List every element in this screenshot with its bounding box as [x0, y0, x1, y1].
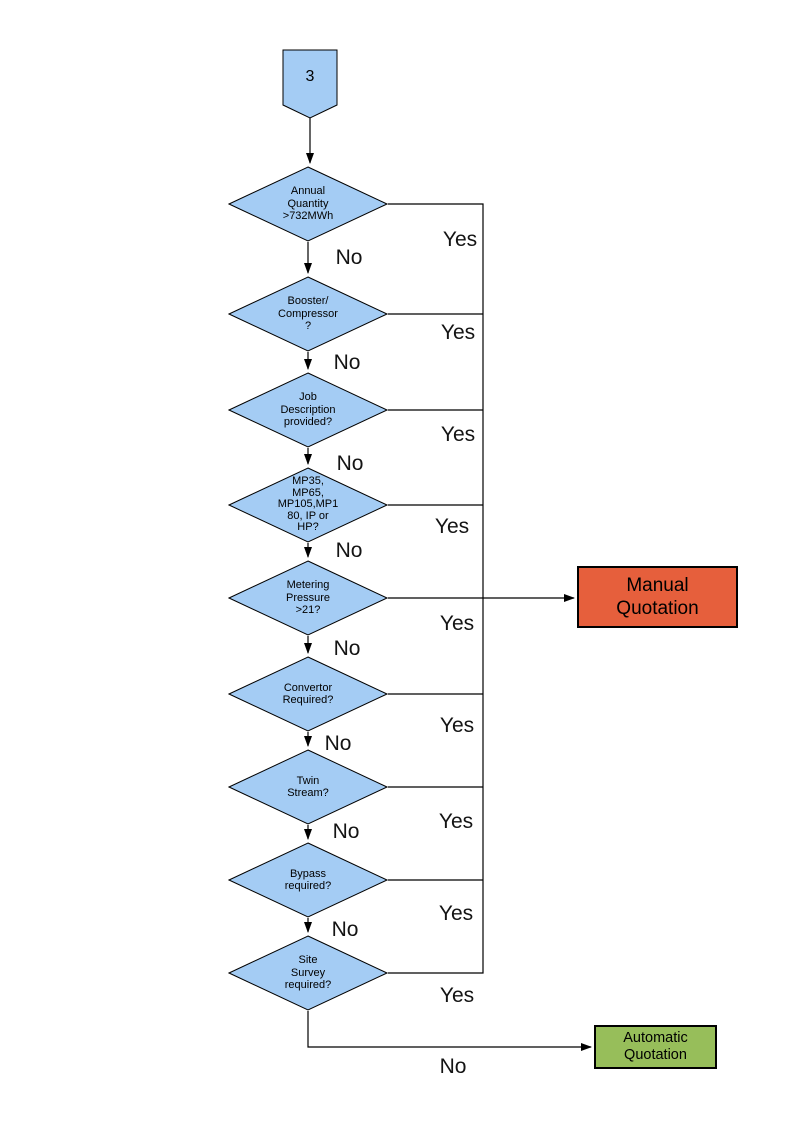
- decision-label: MP35, MP65, MP105,MP1 80, IP or HP?: [277, 475, 339, 534]
- automatic-quotation-box: Automatic Quotation: [594, 1025, 717, 1069]
- decision-site-survey: Site Survey required?: [228, 935, 388, 1011]
- decision-label: Site Survey required?: [284, 954, 332, 992]
- decision-label: Booster/ Compressor ?: [278, 295, 338, 333]
- decision-booster-compressor: Booster/ Compressor ?: [228, 276, 388, 352]
- yes-label-2: Yes: [440, 321, 476, 344]
- yes-label-4: Yes: [434, 515, 470, 538]
- yes-label-7: Yes: [438, 810, 474, 833]
- decision-meter-type: MP35, MP65, MP105,MP1 80, IP or HP?: [228, 467, 388, 543]
- decision-convertor: Convertor Required?: [228, 656, 388, 732]
- yes-label-3: Yes: [440, 423, 476, 446]
- yes-label-8: Yes: [438, 902, 474, 925]
- decision-label: Annual Quantity >732MWh: [282, 185, 334, 223]
- start-connector-label: 3: [305, 67, 315, 85]
- decision-annual-quantity: Annual Quantity >732MWh: [228, 166, 388, 242]
- diamond-shape: [228, 560, 388, 636]
- off-page-connector-shape: [282, 49, 338, 119]
- yes-label-5: Yes: [439, 612, 475, 635]
- decision-metering-pressure: Metering Pressure >21?: [228, 560, 388, 636]
- no-label-6: No: [324, 732, 352, 755]
- no-label-7: No: [332, 820, 360, 843]
- manual-quotation-box: Manual Quotation: [577, 566, 738, 628]
- yes-label-9: Yes: [439, 984, 475, 1007]
- decision-twin-stream: Twin Stream?: [228, 749, 388, 825]
- decision-label: Bypass required?: [284, 867, 332, 893]
- diamond-shape: [228, 166, 388, 242]
- no-label-5: No: [333, 637, 361, 660]
- no-label-2: No: [333, 351, 361, 374]
- no-label-4: No: [335, 539, 363, 562]
- diamond-shape: [228, 935, 388, 1011]
- start-connector: 3: [282, 49, 338, 119]
- diamond-shape: [228, 372, 388, 448]
- no-label-8: No: [331, 918, 359, 941]
- diamond-shape: [228, 656, 388, 732]
- diamond-shape: [228, 276, 388, 352]
- yes-label-1: Yes: [442, 228, 478, 251]
- diamond-shape: [228, 842, 388, 918]
- decision-label: Metering Pressure >21?: [285, 579, 331, 617]
- no-label-3: No: [336, 452, 364, 475]
- decision-label: Job Description provided?: [280, 391, 336, 429]
- decision-job-description: Job Description provided?: [228, 372, 388, 448]
- decision-bypass: Bypass required?: [228, 842, 388, 918]
- decision-label: Convertor Required?: [282, 681, 334, 707]
- yes-label-6: Yes: [439, 714, 475, 737]
- diamond-shape: [228, 749, 388, 825]
- no-label-9: No: [439, 1055, 467, 1078]
- diamond-shape: [228, 467, 388, 543]
- no-label-1: No: [335, 246, 363, 269]
- decision-label: Twin Stream?: [287, 774, 329, 800]
